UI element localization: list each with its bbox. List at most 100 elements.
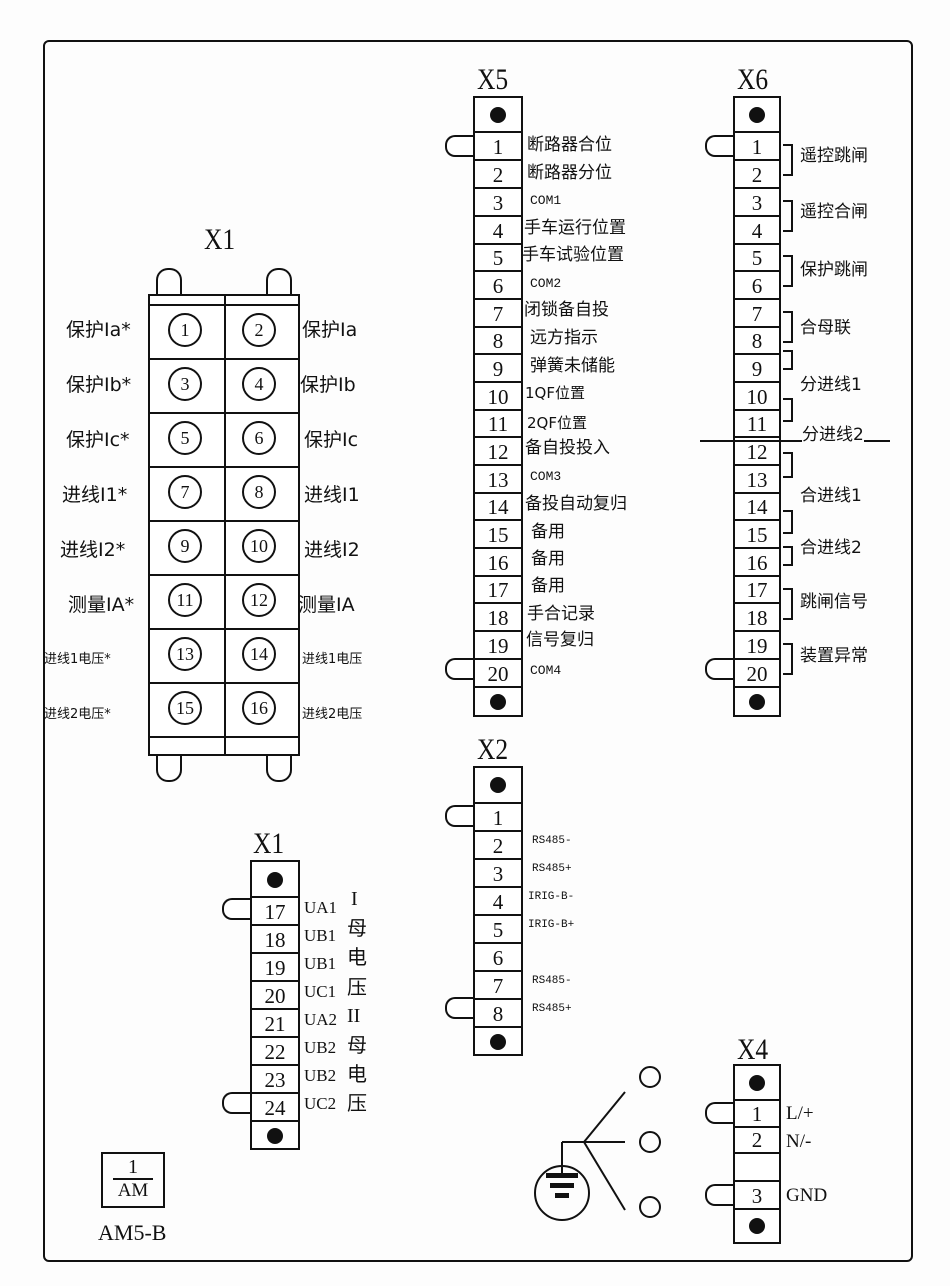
terminal-16[interactable]: 16 [746, 551, 768, 575]
terminal-1[interactable]: 1 [168, 313, 202, 347]
terminal-23[interactable]: 23 [264, 1068, 286, 1092]
terminal-14[interactable]: 14 [487, 495, 509, 519]
terminal-5[interactable]: 5 [492, 246, 504, 270]
x5-label-17: 备用 [531, 576, 565, 596]
terminal-18[interactable]: 18 [264, 928, 286, 952]
terminal-17[interactable]: 17 [487, 578, 509, 602]
terminal-15[interactable]: 15 [746, 523, 768, 547]
pair-bracket [783, 452, 793, 478]
x5-label-8: 远方指示 [530, 328, 598, 348]
terminal-5[interactable]: 5 [751, 246, 763, 270]
terminal-7[interactable]: 7 [492, 974, 504, 998]
terminal-14[interactable]: 14 [746, 495, 768, 519]
terminal-5[interactable]: 5 [168, 421, 202, 455]
terminal-10[interactable]: 10 [746, 385, 768, 409]
terminal-7[interactable]: 7 [492, 302, 504, 326]
terminal-13[interactable]: 13 [487, 468, 509, 492]
terminal-7[interactable]: 7 [168, 475, 202, 509]
terminal-3[interactable]: 3 [492, 191, 504, 215]
terminal-6[interactable]: 6 [751, 274, 763, 298]
terminal-15[interactable]: 15 [168, 691, 202, 725]
terminal-6[interactable]: 6 [242, 421, 276, 455]
terminal-13[interactable]: 13 [168, 637, 202, 671]
x1-current-title: X1 [204, 223, 236, 256]
terminal-22[interactable]: 22 [264, 1040, 286, 1064]
bus2-char-2: 母 [347, 1033, 367, 1057]
label-right-2: 保护Ia [302, 319, 358, 341]
terminal-9[interactable]: 9 [168, 529, 202, 563]
terminal-2[interactable]: 2 [492, 163, 504, 187]
label-20: UC1 [304, 982, 337, 1001]
terminal-18[interactable]: 18 [487, 606, 509, 630]
terminal-8[interactable]: 8 [242, 475, 276, 509]
terminal-8[interactable]: 8 [751, 329, 763, 353]
terminal-15[interactable]: 15 [487, 523, 509, 547]
mount-screw-icon [749, 1075, 765, 1091]
terminal-1[interactable]: 1 [492, 806, 504, 830]
terminal-2[interactable]: 2 [492, 834, 504, 858]
label-left-3: 保护Ib* [66, 374, 132, 396]
terminal-20[interactable]: 20 [487, 662, 509, 686]
terminal-2[interactable]: 2 [242, 313, 276, 347]
terminal-1[interactable]: 1 [492, 135, 504, 159]
terminal-2[interactable]: 2 [751, 1128, 763, 1152]
terminal-3[interactable]: 3 [168, 367, 202, 401]
terminal-11[interactable]: 11 [746, 412, 768, 436]
label-right-8: 进线I1 [304, 484, 360, 506]
terminal-8[interactable]: 8 [492, 329, 504, 353]
terminal-20[interactable]: 20 [264, 984, 286, 1008]
terminal-2[interactable]: 2 [751, 163, 763, 187]
terminal-11[interactable]: 11 [168, 583, 202, 617]
x1-top-tab-right [266, 268, 292, 296]
label-17: UA1 [304, 898, 338, 917]
mount-screw-icon [749, 694, 765, 710]
terminal-10[interactable]: 10 [242, 529, 276, 563]
terminal-9[interactable]: 9 [751, 357, 763, 381]
terminal-4[interactable]: 4 [242, 367, 276, 401]
terminal-4[interactable]: 4 [492, 890, 504, 914]
terminal-16[interactable]: 16 [487, 551, 509, 575]
terminal-24[interactable]: 24 [264, 1096, 286, 1120]
terminal-4[interactable]: 4 [492, 219, 504, 243]
terminal-12[interactable]: 12 [487, 440, 509, 464]
x5-label-7: 闭锁备自投 [524, 300, 609, 320]
terminal-16[interactable]: 16 [242, 691, 276, 725]
terminal-3[interactable]: 3 [751, 1184, 763, 1208]
terminal-7[interactable]: 7 [751, 302, 763, 326]
bus2-char-1: II [347, 1005, 361, 1027]
terminal-13[interactable]: 13 [746, 468, 768, 492]
terminal-4[interactable]: 4 [751, 219, 763, 243]
terminal-12[interactable]: 12 [746, 440, 768, 464]
terminal-3[interactable]: 3 [751, 191, 763, 215]
x2-label-2: RS485- [532, 835, 572, 847]
terminal-12[interactable]: 12 [242, 583, 276, 617]
mount-screw-icon [267, 872, 283, 888]
terminal-17[interactable]: 17 [746, 578, 768, 602]
x1-voltage-title: X1 [253, 827, 285, 860]
module-slot-label: 1 AM [101, 1152, 165, 1208]
terminal-18[interactable]: 18 [746, 606, 768, 630]
terminal-6[interactable]: 6 [492, 946, 504, 970]
terminal-19[interactable]: 19 [746, 634, 768, 658]
terminal-19[interactable]: 19 [264, 956, 286, 980]
terminal-5[interactable]: 5 [492, 918, 504, 942]
pair-bracket [783, 255, 793, 287]
terminal-9[interactable]: 9 [492, 357, 504, 381]
terminal-1[interactable]: 1 [751, 135, 763, 159]
terminal-20[interactable]: 20 [746, 662, 768, 686]
terminal-1[interactable]: 1 [751, 1102, 763, 1126]
x1-current-terminal-block [148, 294, 300, 756]
terminal-17[interactable]: 17 [264, 900, 286, 924]
terminal-10[interactable]: 10 [487, 385, 509, 409]
terminal-21[interactable]: 21 [264, 1012, 286, 1036]
terminal-3[interactable]: 3 [492, 862, 504, 886]
terminal-11[interactable]: 11 [487, 412, 509, 436]
terminal-14[interactable]: 14 [242, 637, 276, 671]
pair-bracket [783, 200, 793, 232]
terminal-19[interactable]: 19 [487, 634, 509, 658]
pair-bracket [783, 311, 793, 343]
x2-label-5: IRIG-B+ [528, 919, 575, 931]
terminal-8[interactable]: 8 [492, 1002, 504, 1026]
terminal-6[interactable]: 6 [492, 274, 504, 298]
x6-group-label-10: 装置异常 [800, 646, 868, 666]
